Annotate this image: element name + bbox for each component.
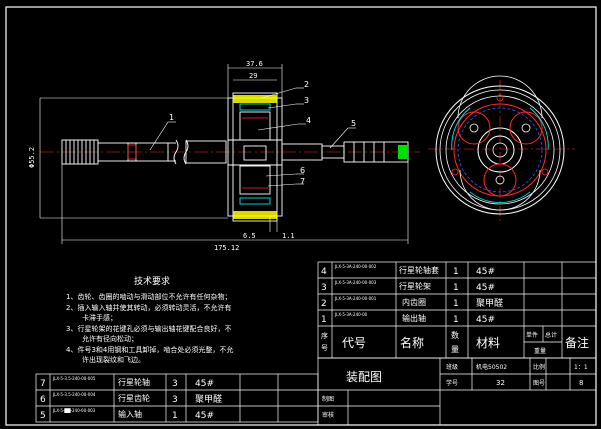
part-4-number: 4	[321, 267, 327, 277]
part-2-number: 2	[321, 299, 327, 309]
dim-width-small: 6.5	[243, 232, 256, 240]
scale-label: 比例	[533, 363, 545, 371]
dim-diameter: Φ55.2	[28, 147, 36, 168]
header-single: 单件	[526, 331, 538, 339]
callout-3: 3	[304, 96, 309, 105]
parts-list-right-grid	[317, 261, 597, 359]
shaft-assembly-view	[39, 64, 420, 244]
part-6-name: 行星齿轮	[118, 393, 150, 403]
requirement-line-5: 允许有径向松动；	[82, 334, 138, 343]
part-7-number: 7	[40, 379, 46, 389]
part-7-material: 45#	[195, 379, 214, 389]
callout-5: 5	[351, 119, 356, 128]
header-total: 总计	[545, 331, 557, 339]
dim-top-length: 37.6	[246, 60, 263, 68]
callout-2: 2	[304, 80, 309, 89]
part-6-number: 6	[40, 395, 46, 405]
header-code: 代号	[342, 336, 366, 350]
requirements-title: 技术要求	[134, 275, 170, 287]
requirement-line-1: 1、齿轮、齿圈的啮动与滑动部位不允许有任何杂物；	[66, 292, 231, 301]
callout-4: 4	[306, 116, 311, 125]
part-4-qty: 1	[453, 267, 459, 277]
part-2-qty: 1	[453, 299, 459, 309]
part-7-code: JLX-5-3.5-240-00-005	[52, 376, 96, 381]
end-view	[428, 75, 575, 222]
header-qty-1: 数	[451, 330, 459, 340]
part-3-name: 行星轮架	[399, 281, 431, 291]
student-label: 学号	[446, 379, 458, 387]
part-5-qty: 1	[172, 411, 178, 421]
callout-6: 6	[300, 166, 305, 175]
header-name: 名称	[400, 335, 424, 350]
part-5-material: 45#	[195, 411, 214, 421]
part-1-qty: 1	[453, 315, 459, 325]
callout-leaders	[149, 87, 356, 187]
part-5-number: 5	[40, 411, 46, 421]
header-qty-2: 量	[451, 345, 459, 354]
requirement-line-2: 2、插入输入轴并使其转动，必须转动灵活，不允许有	[66, 303, 231, 312]
requirement-line-4: 3、行星轮架的花键孔必须与输出轴花键配合良好，不	[66, 324, 231, 333]
part-6-qty: 3	[172, 395, 178, 405]
part-1-code: JLX-5-3A-240-00	[334, 312, 368, 317]
scale-value: 1：1	[574, 364, 588, 371]
class-value: 机电50502	[476, 363, 507, 371]
review-label: 审核	[322, 411, 334, 419]
sheet-border	[5, 6, 597, 426]
design-label: 制图	[322, 395, 334, 403]
callout-7: 7	[300, 177, 305, 186]
header-no-2: 号	[321, 344, 328, 352]
requirement-line-7: 许出现裂纹和飞边。	[82, 355, 145, 364]
requirement-line-3: 卡滞手感；	[82, 313, 117, 322]
part-1-name: 输出轴	[402, 313, 426, 323]
part-4-material: 45#	[476, 267, 495, 277]
part-5-name: 输入轴	[118, 409, 142, 419]
header-weight: 重量	[534, 347, 546, 355]
part-6-material: 聚甲醛	[195, 393, 222, 405]
sheet-label: 图号	[533, 380, 545, 387]
class-label: 班级	[446, 363, 458, 371]
part-3-code: JLX-5-3A-240-00-003	[334, 280, 377, 285]
student-value: 32	[496, 379, 505, 387]
header-remark: 备注	[565, 335, 589, 350]
part-3-qty: 1	[453, 283, 459, 293]
part-2-name: 内齿圈	[402, 297, 426, 307]
gear-sections	[127, 95, 408, 219]
callout-1: 1	[169, 113, 174, 122]
sheet-value: 8	[579, 379, 583, 387]
dim-width-tiny: 1.1	[282, 232, 295, 240]
dim-inner-length: 29	[249, 72, 257, 80]
requirement-line-6: 4、件号3和4用钢和工具卸掉，啮合处必须光整，不允	[66, 345, 233, 354]
dim-total-length: 175.12	[214, 244, 239, 252]
drawing-name: 装配图	[346, 370, 382, 384]
part-2-code: JLX-5-3A-240-00-001	[334, 296, 377, 301]
title-block-grid	[317, 357, 597, 426]
part-7-name: 行星轮轴	[118, 377, 150, 387]
part-3-number: 3	[321, 283, 327, 293]
header-material: 材料	[476, 336, 500, 350]
part-4-name: 行星轮轴套	[399, 265, 439, 275]
part-2-material: 聚甲醛	[476, 297, 503, 309]
part-1-material: 45#	[476, 315, 495, 325]
part-1-number: 1	[321, 315, 327, 325]
header-no-1: 序	[321, 331, 328, 340]
parts-list-left-grid	[35, 373, 319, 423]
part-6-code: JLX-5-3.5-240-00-004	[52, 392, 96, 397]
part-4-code: JLX-5-3A-240-00-002	[334, 264, 377, 269]
part-3-material: 45#	[476, 283, 495, 293]
part-5-code: JLX-5-██-240-00-003	[52, 408, 96, 413]
part-7-qty: 3	[172, 379, 178, 389]
